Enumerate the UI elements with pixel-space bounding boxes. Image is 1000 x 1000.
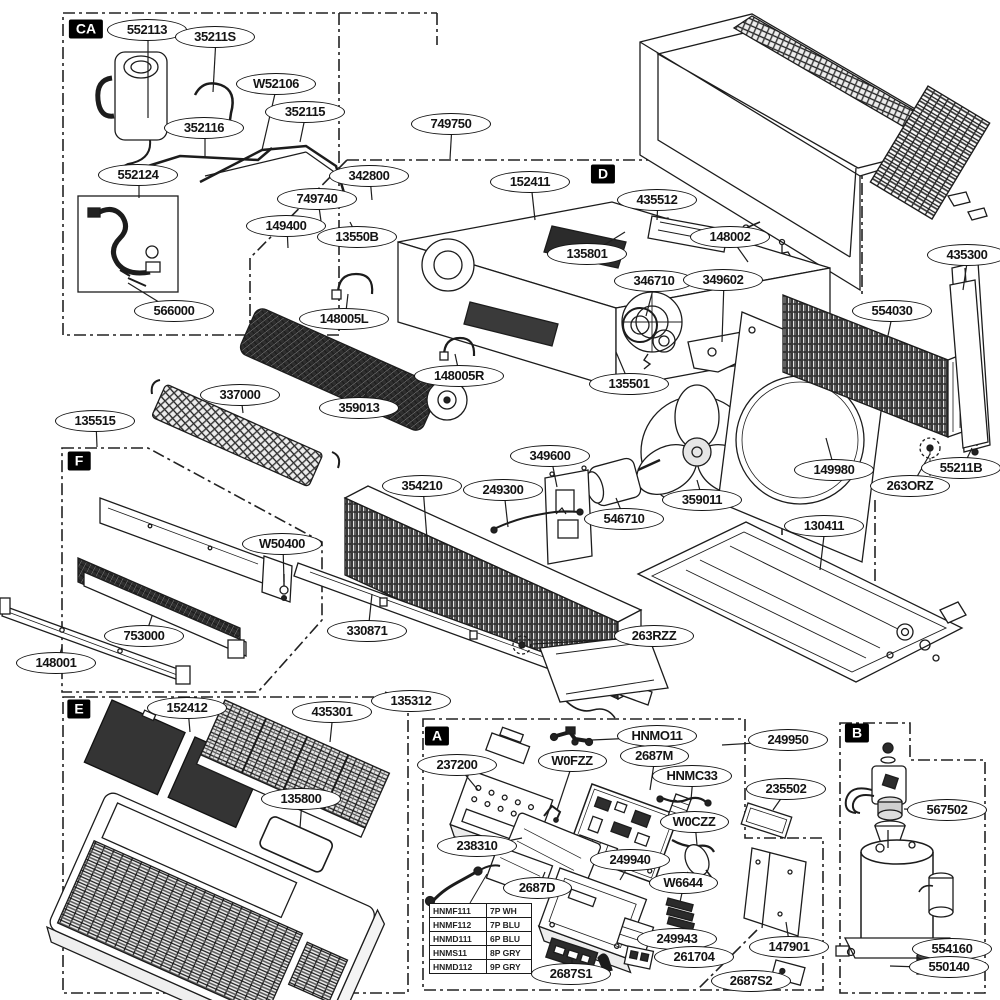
section-label-d: D	[590, 164, 616, 184]
connector-id: HNMD111	[429, 931, 487, 946]
leader-line	[530, 182, 536, 221]
connector-spec: 7P BLU	[486, 917, 532, 932]
leader-line	[679, 883, 685, 903]
side-plates-drawing	[740, 802, 807, 986]
leader-line	[344, 293, 349, 321]
leader-line	[911, 948, 954, 951]
leader-line	[550, 456, 558, 488]
connector-spec: 8P GRY	[486, 945, 532, 960]
connector-spec: 7P WH	[486, 903, 532, 918]
leader-line	[652, 935, 679, 941]
region-a-diagonal	[696, 929, 758, 991]
leader-line	[329, 712, 334, 743]
region-f	[61, 447, 323, 693]
leader-line	[144, 615, 153, 638]
leader-line	[694, 822, 698, 846]
leader-line	[825, 437, 836, 472]
leader-line	[645, 281, 656, 317]
leader-line	[785, 921, 791, 949]
leader-line	[299, 799, 303, 829]
leader-line	[422, 486, 429, 553]
leader-line	[95, 421, 98, 448]
leader-line	[299, 112, 307, 143]
leader-line	[369, 176, 373, 201]
leader-line	[212, 37, 217, 93]
connector-id: HNMD112	[429, 959, 487, 974]
leader-line	[537, 871, 546, 890]
leader-line	[772, 789, 788, 811]
leader-line	[449, 124, 453, 160]
leader-line	[615, 351, 631, 386]
leader-line	[240, 395, 244, 414]
leader-line	[349, 221, 359, 239]
base-pan-drawing	[636, 521, 967, 683]
connector-id: HNMS11	[429, 945, 487, 960]
leader-line	[556, 761, 574, 811]
leader-line	[286, 226, 289, 249]
control-box-drawing	[424, 726, 715, 974]
leader-line	[587, 231, 626, 256]
leader-line	[127, 282, 176, 313]
leader-line	[457, 765, 479, 791]
leader-line	[721, 740, 790, 746]
connector-spec: 9P GRY	[486, 959, 532, 974]
connector-spec: 6P BLU	[486, 931, 532, 946]
leader-line	[261, 84, 278, 151]
leader-line	[477, 837, 523, 848]
tubing-assembly-drawing	[77, 51, 347, 293]
leader-line	[885, 311, 894, 346]
leader-line	[503, 490, 509, 528]
section-label-ca: CA	[68, 19, 104, 39]
leader-line	[367, 593, 373, 633]
leader-line	[903, 808, 949, 812]
leader-line	[384, 691, 413, 703]
leader-line	[56, 646, 63, 665]
leader-line	[454, 353, 461, 378]
leader-line	[649, 756, 656, 791]
leader-line	[889, 965, 951, 969]
leader-line	[532, 636, 656, 645]
fan-motor	[585, 457, 642, 507]
front-panel-drawing	[45, 699, 391, 1000]
region-b	[839, 722, 986, 994]
leader-line	[187, 708, 191, 733]
leader-line	[591, 736, 659, 741]
leader-line	[317, 199, 323, 229]
connector-id: HNMF111	[429, 903, 487, 918]
leader-line	[751, 972, 781, 983]
leader-line	[730, 237, 749, 263]
section-label-a: A	[424, 726, 450, 746]
leader-line	[654, 955, 696, 959]
section-label-b: B	[844, 723, 870, 743]
section-label-f: F	[67, 451, 91, 471]
leader-line	[359, 387, 369, 410]
region-a	[422, 718, 824, 991]
region-d	[249, 159, 863, 345]
leader-line	[690, 776, 694, 801]
leader-line	[696, 479, 704, 502]
leader-line	[961, 447, 973, 470]
leader-line	[656, 200, 659, 221]
leader-line	[619, 860, 632, 881]
section-label-e: E	[67, 699, 91, 719]
leader-line	[615, 497, 626, 521]
leader-line	[962, 255, 969, 291]
region-top-extension	[339, 12, 438, 45]
leader-line	[282, 544, 285, 583]
leader-line	[910, 453, 931, 488]
connector-id: HNMF112	[429, 917, 487, 932]
evaporator-drawing	[293, 485, 669, 746]
leader-line	[721, 280, 725, 343]
outdoor-fan-group-drawing	[490, 279, 989, 565]
leader-line	[819, 526, 826, 571]
f-region-drawing	[0, 379, 341, 685]
